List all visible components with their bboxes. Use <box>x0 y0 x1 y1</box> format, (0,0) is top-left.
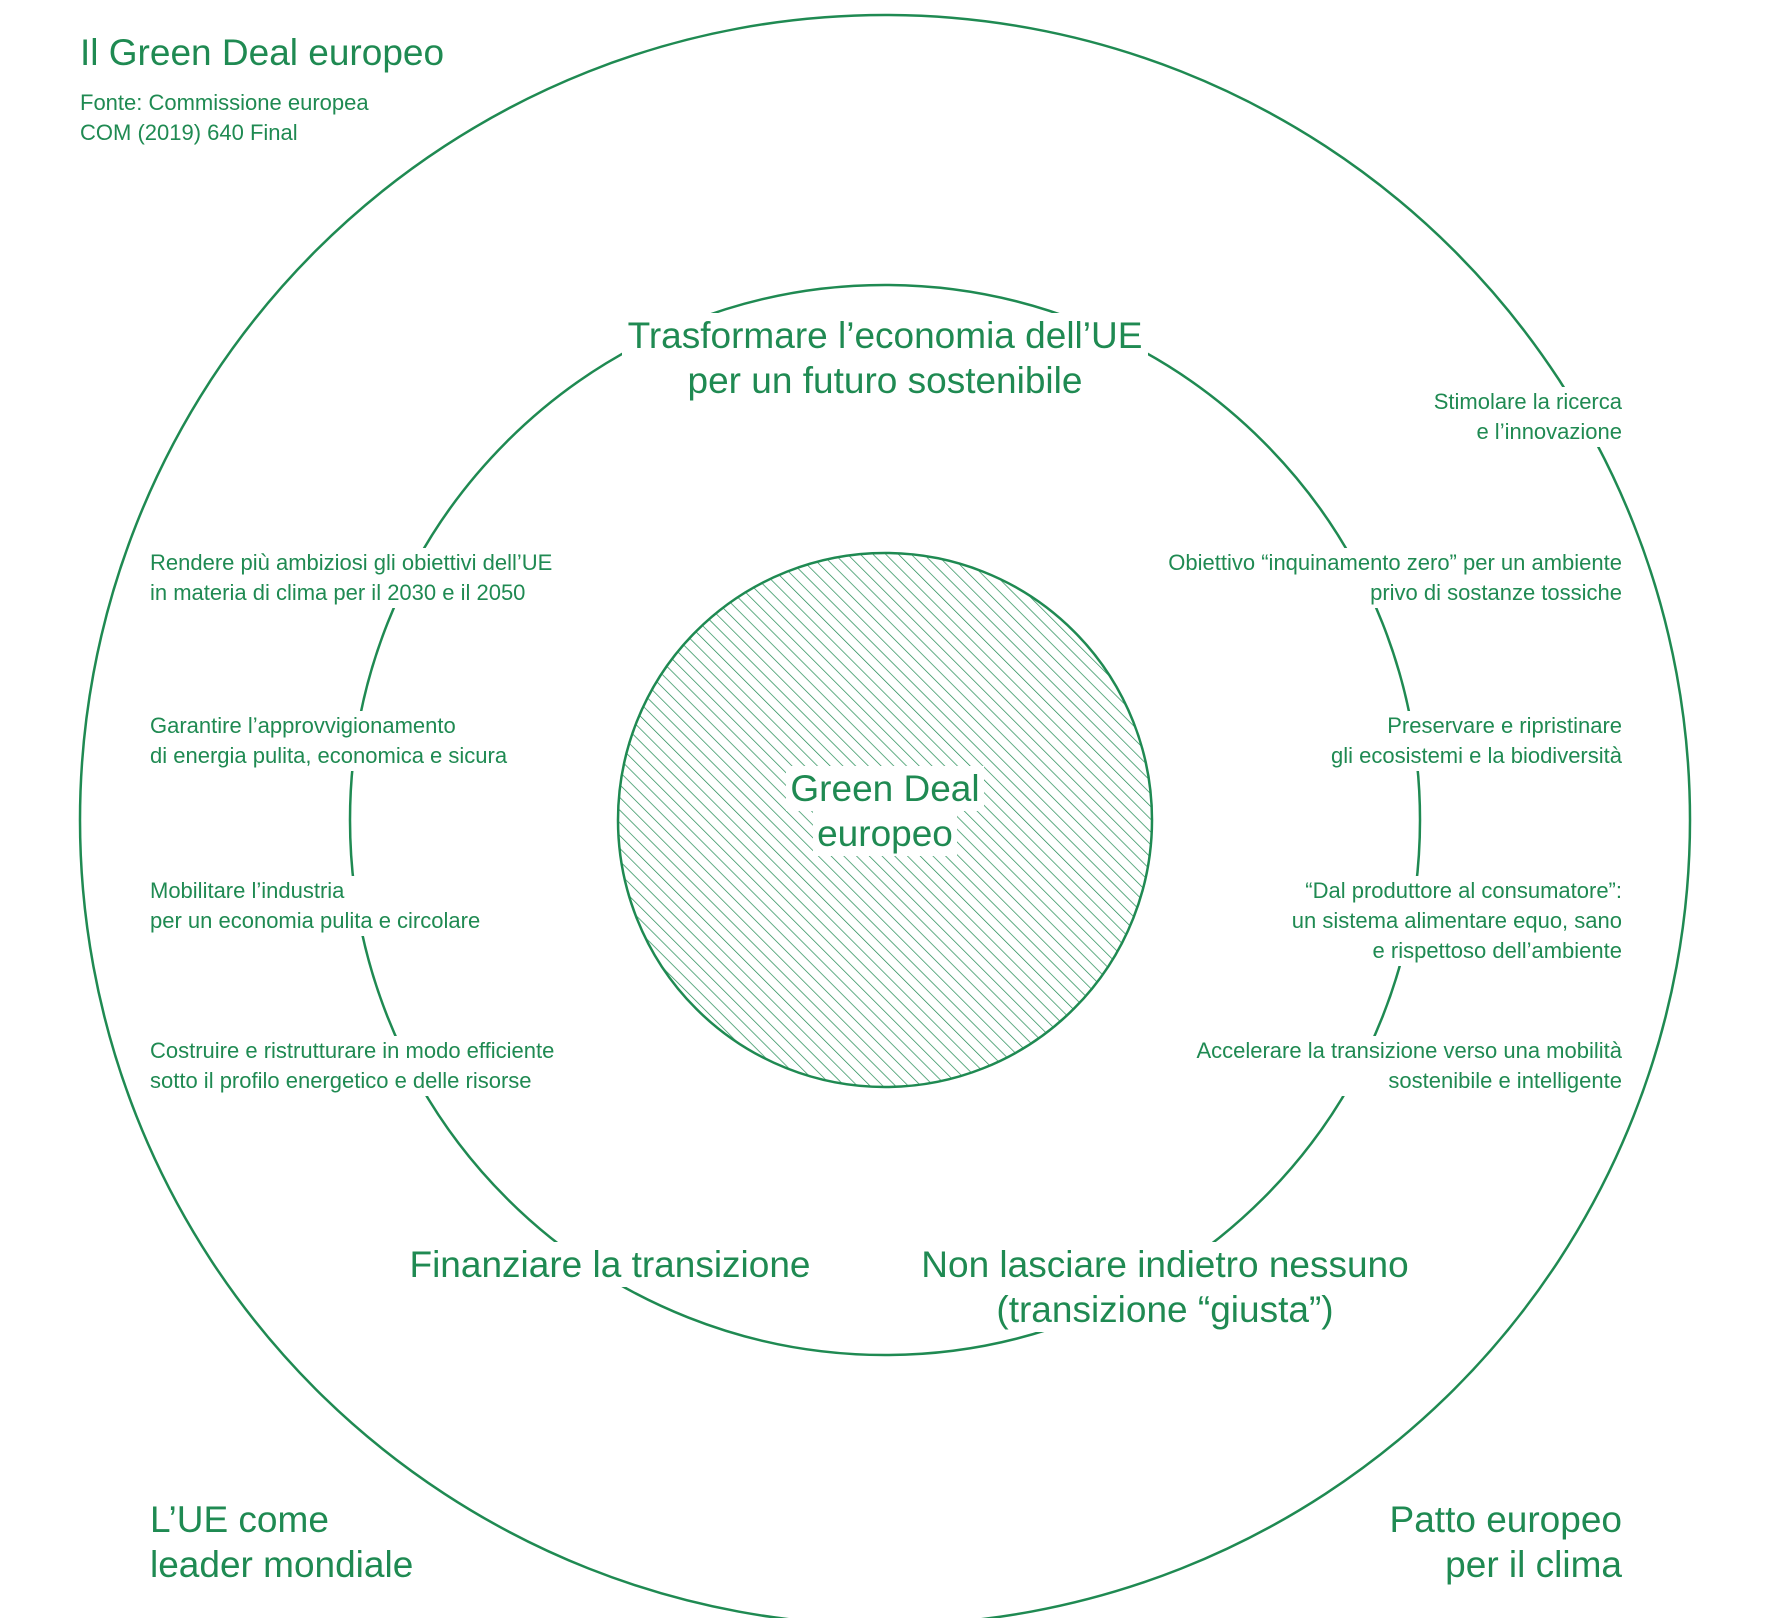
left-item-clean-energy: Garantire l’approvvigionamento di energi… <box>144 711 514 771</box>
outer-label-research: Stimolare la ricerca e l’innovazione <box>1427 387 1628 447</box>
middle-ring <box>348 283 1422 1357</box>
source-note: Fonte: Commissione europea COM (2019) 64… <box>80 90 369 145</box>
right-item-farm-to-fork: “Dal produttore al consumatore”: un sist… <box>1285 876 1628 966</box>
outer-label-global-leader: L’UE come leader mondiale <box>144 1497 420 1587</box>
outer-ring <box>78 13 1692 1618</box>
diagram-title: Il Green Deal europeo <box>80 32 445 73</box>
ring-top-label: Trasformare l’economia dell’UE per un fu… <box>585 313 1185 403</box>
right-item-mobility: Accelerare la transizione verso una mobi… <box>1190 1036 1628 1096</box>
right-item-zero-pollution: Obiettivo “inquinamento zero” per un amb… <box>1162 548 1628 608</box>
core-label: Green Deal europeo <box>735 766 1035 856</box>
right-item-biodiversity: Preservare e ripristinare gli ecosistemi… <box>1324 711 1628 771</box>
left-item-climate-targets: Rendere più ambiziosi gli obiettivi dell… <box>144 548 559 608</box>
ring-bottom-left-label: Finanziare la transizione <box>390 1242 830 1287</box>
ring-bottom-right-label: Non lasciare indietro nessuno (transizio… <box>885 1242 1445 1332</box>
left-item-industry: Mobilitare l’industria per un economia p… <box>144 876 487 936</box>
left-item-buildings: Costruire e ristrutturare in modo effici… <box>144 1036 561 1096</box>
outer-label-climate-pact: Patto europeo per il clima <box>1383 1497 1628 1587</box>
